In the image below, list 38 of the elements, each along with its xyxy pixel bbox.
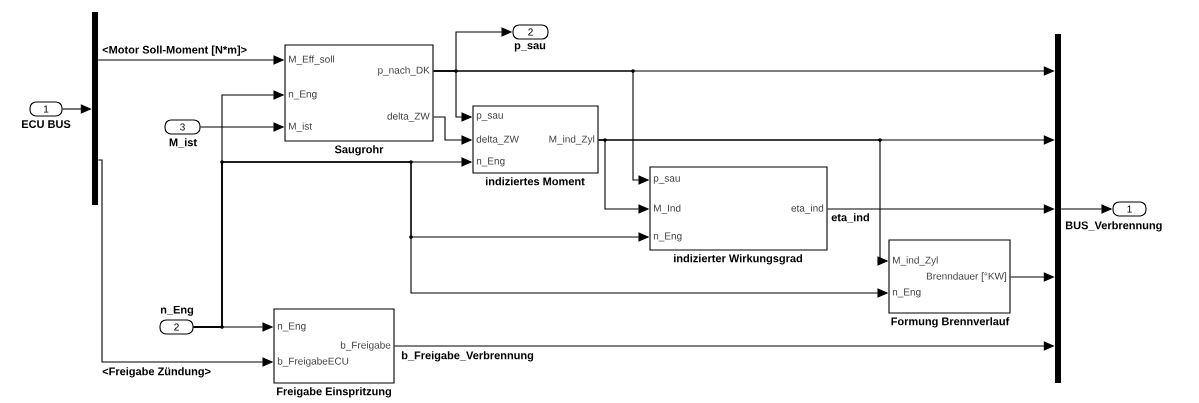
port-label: delta_ZW: [476, 135, 519, 145]
block-label: Saugrohr: [334, 145, 384, 156]
port-label: Brenndauer [°KW]: [926, 272, 1007, 282]
port-terminal: 3: [164, 119, 201, 135]
port-label: b_FreigabeECU: [277, 357, 349, 367]
edge-label: <Motor Soll-Moment [N*m]>: [101, 44, 249, 57]
port-label: M_ist: [289, 122, 313, 132]
port-terminal: 1: [29, 101, 63, 117]
port-label: p_nach_DK: [378, 66, 430, 76]
block-label: Freigabe Einspritzung: [277, 387, 391, 398]
port-label: p_sau: [653, 176, 680, 184]
block-label: Formung Brennverlauf: [891, 317, 1010, 328]
port-label: M_Ind: [654, 204, 681, 214]
edge-label: b_Freigabe_Verbrennung: [400, 350, 535, 363]
port-label: b_Freigabe: [340, 341, 391, 351]
port-label: n_Eng: [892, 288, 921, 298]
port-label: delta_ZW: [387, 112, 430, 122]
port-label: n_Eng: [476, 157, 505, 167]
port-terminal: 1: [1112, 201, 1147, 217]
port-label: n_Eng: [288, 90, 317, 100]
block-label: indiziertes Moment: [485, 177, 585, 186]
port-label: M_ind_Zyl: [549, 135, 595, 145]
port-name: p_sau: [514, 43, 546, 52]
port-terminal: 2: [512, 24, 549, 40]
port-terminal: 2: [159, 319, 194, 335]
port-name: ECU BUS: [22, 120, 71, 128]
port-label: M_Eff_soll: [289, 55, 335, 65]
port-label: M_ind_Zyl: [893, 256, 938, 266]
port-name: BUS_Verbrennung: [1065, 221, 1162, 232]
port-name: M_ist: [169, 138, 197, 148]
block-label: indizierter Wirkungsgrad: [674, 254, 803, 265]
port-label: n_Eng: [653, 232, 682, 242]
port-label: eta_ind: [791, 204, 824, 214]
port-label: p_sau: [476, 113, 503, 121]
port-label: n_Eng: [277, 322, 306, 332]
port-name: n_Eng: [160, 305, 194, 316]
edge-label: <Freigabe Zündung>: [101, 366, 212, 379]
edge-label: eta_ind: [830, 212, 871, 224]
